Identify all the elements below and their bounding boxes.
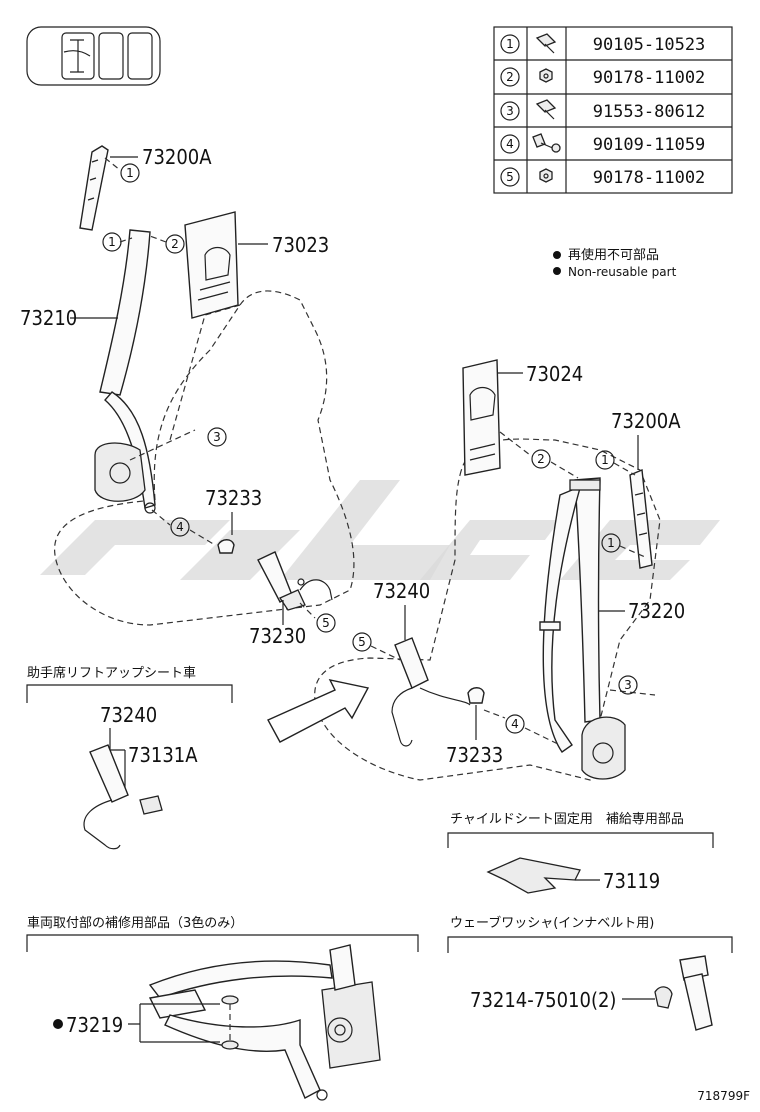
left-buckle-73230 — [257, 551, 333, 611]
right-anchor-73200A — [629, 468, 653, 569]
left-seat-outline — [54, 290, 355, 626]
part-label-73233: 73233 — [205, 486, 262, 510]
svg-text:5: 5 — [358, 635, 366, 649]
right-seat-outline — [314, 438, 661, 781]
non-reusable-dot-icon — [53, 1019, 63, 1029]
left-washer-73233 — [217, 539, 235, 554]
svg-text:3: 3 — [213, 430, 221, 444]
part-label-73200A: 73200A — [142, 145, 212, 169]
right-belt-73220 — [539, 477, 626, 780]
svg-text:1: 1 — [601, 453, 609, 467]
part-label-73200A-right: 73200A — [611, 409, 681, 433]
row-number: 3 — [506, 104, 514, 118]
table-row: 3 91553-80612 — [500, 99, 706, 122]
wave-washer — [654, 986, 673, 1009]
part-label-73131A: 73131A — [128, 743, 198, 767]
table-row: 4 90109-11059 — [500, 133, 706, 155]
part-label-73240-sub: 73240 — [100, 703, 157, 727]
part-number: 91553-80612 — [593, 102, 706, 122]
section-wave-washer: ウェーブワッシャ(インナベルト用) 73214-75010(2) — [447, 915, 733, 1031]
table-row: 1 90105-10523 — [500, 33, 706, 55]
bolt-icon — [535, 99, 557, 120]
part-number: 90105-10523 — [593, 35, 706, 55]
svg-text:4: 4 — [511, 717, 519, 731]
row-number: 2 — [506, 70, 514, 84]
nut-icon — [539, 168, 553, 183]
table-row: 2 90178-11002 — [500, 67, 706, 88]
inner-belt-buckle — [679, 955, 713, 1031]
nut-icon — [539, 68, 553, 83]
part-number: 90178-11002 — [593, 68, 706, 88]
seat-layout-icon — [26, 26, 161, 86]
svg-text:1: 1 — [126, 166, 134, 180]
svg-text:3: 3 — [624, 678, 632, 692]
bolt-icon — [535, 33, 557, 54]
svg-text:5: 5 — [322, 616, 330, 630]
part-label-73220: 73220 — [628, 599, 685, 623]
left-belt-73210 — [94, 229, 156, 514]
part-label-73024: 73024 — [526, 362, 583, 386]
svg-text:1: 1 — [108, 235, 116, 249]
row-number: 5 — [506, 170, 514, 184]
part-label-73214: 73214-75010(2) — [470, 988, 616, 1012]
right-buckle-73240 — [391, 637, 471, 747]
section-liftup: 助手席リフトアップシート車 73240 73131A — [26, 665, 233, 850]
part-label-73230: 73230 — [249, 624, 306, 648]
left-cover-73023 — [184, 211, 239, 319]
part-label-73119: 73119 — [603, 869, 660, 893]
legend-en: Non-reusable part — [568, 265, 677, 279]
part-number: 90109-11059 — [593, 135, 706, 155]
right-washer-73233 — [467, 687, 485, 704]
non-reusable-dot-icon — [553, 267, 561, 275]
diagram-code: 718799F — [697, 1089, 750, 1103]
legend: 再使用不可部品 Non-reusable part — [553, 247, 677, 279]
watermark-logo — [40, 480, 720, 580]
direction-arrow-icon — [267, 679, 370, 743]
part-label-73219: 73219 — [66, 1013, 123, 1037]
svg-text:4: 4 — [176, 520, 184, 534]
part-label-73233-right: 73233 — [446, 743, 503, 767]
repair-assembly — [148, 944, 381, 1101]
fastener-table: 1 90105-10523 2 90178-11002 3 91553-8061… — [493, 26, 733, 194]
child-seat-plate-73119 — [486, 857, 581, 894]
section-title-wave-washer: ウェーブワッシャ(インナベルト用) — [450, 915, 654, 931]
left-anchor-73200A — [79, 145, 109, 231]
part-number: 90178-11002 — [593, 168, 706, 188]
svg-text:2: 2 — [537, 452, 545, 466]
section-child-seat: チャイルドシート固定用 補給専用部品 73119 — [447, 812, 714, 894]
part-label-73210: 73210 — [20, 306, 77, 330]
right-cover-73024 — [462, 359, 501, 476]
section-title-liftup: 助手席リフトアップシート車 — [27, 665, 196, 681]
row-number: 1 — [506, 37, 514, 51]
part-label-73240: 73240 — [373, 579, 430, 603]
section-title-repair: 車両取付部の補修用部品（3色のみ） — [27, 915, 243, 931]
svg-text:2: 2 — [171, 237, 179, 251]
section-title-child-seat: チャイルドシート固定用 補給専用部品 — [450, 812, 684, 827]
legend-jp: 再使用不可部品 — [568, 247, 659, 263]
liftup-buckle — [83, 744, 163, 850]
row-number: 4 — [506, 137, 514, 151]
table-row: 5 90178-11002 — [500, 167, 706, 188]
section-repair: 車両取付部の補修用部品（3色のみ） 73219 — [26, 915, 419, 1101]
part-label-73023: 73023 — [272, 233, 329, 257]
non-reusable-dot-icon — [553, 251, 561, 259]
bolt-icon — [532, 133, 561, 153]
svg-text:1: 1 — [607, 536, 615, 550]
